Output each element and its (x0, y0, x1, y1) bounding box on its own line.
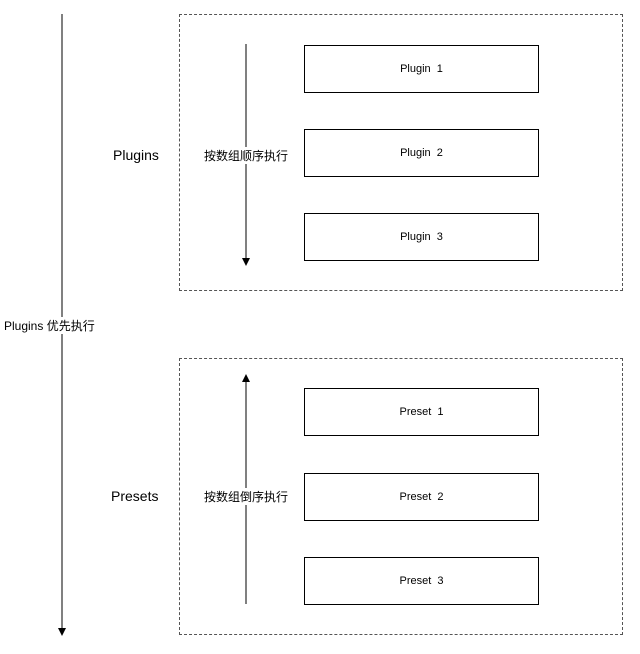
presets-group-title: Presets (111, 488, 159, 504)
plugins-order-label: 按数组顺序执行 (204, 147, 289, 164)
preset-node-3: Preset 3 (304, 557, 539, 605)
presets-group-box (179, 358, 623, 635)
plugin-node-1: Plugin 1 (304, 45, 539, 93)
preset-node-2: Preset 2 (304, 473, 539, 521)
plugin-node-3: Plugin 3 (304, 213, 539, 261)
plugins-group-title: Plugins (113, 147, 159, 163)
presets-order-label: 按数组倒序执行 (204, 488, 289, 505)
plugin-node-2: Plugin 2 (304, 129, 539, 177)
main-order-label: Plugins 优先执行 (4, 317, 95, 334)
preset-node-1: Preset 1 (304, 388, 539, 436)
plugins-group-box (179, 14, 623, 291)
